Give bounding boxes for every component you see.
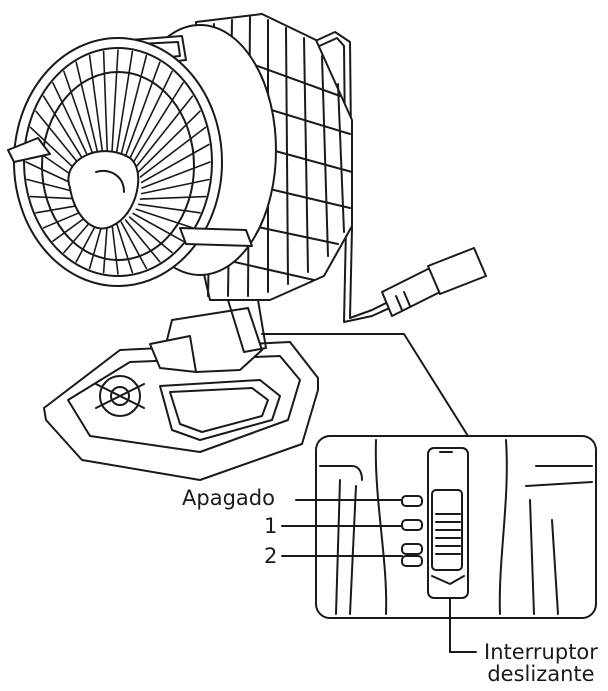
grille-spoke <box>63 70 96 160</box>
label-speed-1: 1 <box>264 514 278 538</box>
grille-spoke <box>132 82 184 164</box>
label-speed-2: 2 <box>264 544 278 568</box>
label-slide-switch: Interruptor deslizante <box>484 641 598 685</box>
grille-spoke <box>137 203 201 214</box>
grille-spoke <box>120 221 148 270</box>
grille-spoke <box>135 208 194 229</box>
grille-spoke <box>135 95 194 168</box>
fan-hub <box>67 150 140 230</box>
grille-spoke <box>124 219 161 263</box>
label-slide-switch-line1: Interruptor <box>484 640 598 664</box>
grille-spoke <box>115 50 134 154</box>
grille-spoke <box>141 161 211 189</box>
label-slide-switch-line2: deslizante <box>487 662 595 687</box>
grille-spoke <box>52 82 92 164</box>
grille-spoke <box>128 70 173 160</box>
front-clips <box>7 137 253 247</box>
grille-spoke <box>140 143 210 184</box>
position-marks <box>401 495 423 567</box>
usb-plug <box>381 247 487 317</box>
grille-spoke <box>111 223 119 275</box>
label-off: Apagado <box>182 486 275 510</box>
grille-spoke <box>88 54 104 155</box>
grille-spoke <box>75 61 100 157</box>
label-leaders <box>281 499 477 653</box>
grille-spoke <box>139 126 207 178</box>
grille-spoke <box>128 216 173 254</box>
grille-spoke <box>140 178 210 195</box>
grille-spoke <box>139 195 207 200</box>
grille-spoke <box>132 212 184 242</box>
slide-switch <box>427 447 469 599</box>
grille-spoke <box>88 221 104 270</box>
grille-spoke <box>111 49 119 153</box>
grille-spoke <box>124 61 161 157</box>
grille-spoke <box>42 95 89 168</box>
fan-neck <box>149 299 267 373</box>
grille-spoke <box>120 54 148 155</box>
grille-spoke <box>115 222 134 274</box>
grille-spoke <box>102 222 109 274</box>
leader-line <box>261 333 469 437</box>
grille-spoke <box>137 110 201 173</box>
grille-spoke <box>102 50 109 154</box>
fan-base <box>43 341 319 481</box>
